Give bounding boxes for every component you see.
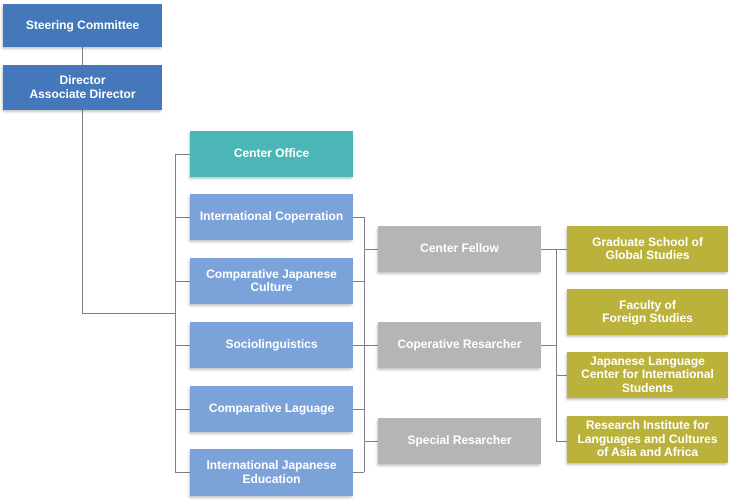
connector-line <box>364 345 378 346</box>
connector-line <box>175 409 190 410</box>
node-international-cooperation: International Coperration <box>190 194 353 240</box>
connector-trunk <box>364 217 365 472</box>
connector-line <box>82 110 83 313</box>
connector-line <box>175 472 190 473</box>
connector-trunk <box>556 249 557 441</box>
node-graduate-school-global-studies: Graduate School of Global Studies <box>567 226 728 272</box>
node-comparative-language: Comparative Laguage <box>190 386 353 432</box>
connector-line <box>352 281 364 282</box>
connector-line <box>175 281 190 282</box>
connector-line <box>82 47 83 65</box>
connector-line <box>556 441 567 442</box>
node-comparative-japanese-culture: Comparative Japanese Culture <box>190 258 353 304</box>
connector-line <box>556 249 567 250</box>
connector-line <box>352 472 364 473</box>
connector-line <box>556 375 567 376</box>
node-sociolinguistics: Sociolinguistics <box>190 322 353 368</box>
node-center-office: Center Office <box>190 131 353 177</box>
connector-line <box>541 249 556 250</box>
connector-line <box>82 313 175 314</box>
connector-line <box>352 409 364 410</box>
connector-line <box>541 345 556 346</box>
connector-line <box>352 217 364 218</box>
node-special-researcher: Special Resarcher <box>378 418 541 464</box>
connector-line <box>175 154 190 155</box>
node-director-associate-director: Director Associate Director <box>3 65 162 110</box>
node-center-fellow: Center Fellow <box>378 226 541 272</box>
connector-line <box>175 345 190 346</box>
node-faculty-foreign-studies: Faculty of Foreign Studies <box>567 289 728 335</box>
connector-line <box>175 217 190 218</box>
node-steering-committee: Steering Committee <box>3 4 162 47</box>
connector-line <box>364 249 378 250</box>
connector-line <box>352 345 364 346</box>
connector-line <box>364 441 378 442</box>
connector-trunk <box>175 154 176 473</box>
node-international-japanese-education: International Japanese Education <box>190 449 353 496</box>
node-cooperative-researcher: Coperative Resarcher <box>378 322 541 368</box>
node-japanese-language-center: Japanese Language Center for Internation… <box>567 352 728 398</box>
node-research-institute-asia-africa: Research Institute for Languages and Cul… <box>567 416 728 463</box>
